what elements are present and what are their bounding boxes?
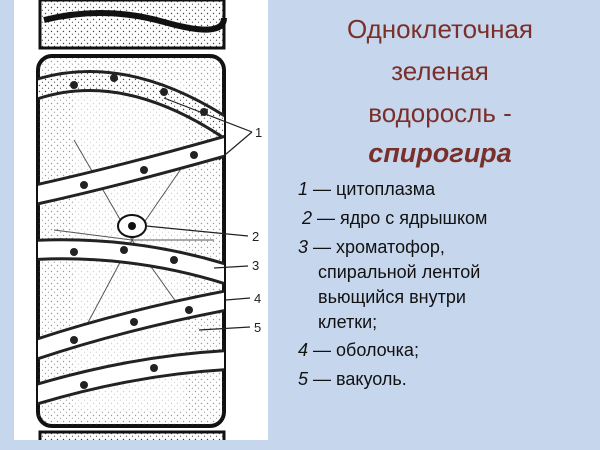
legend-text: — цитоплазма bbox=[313, 179, 436, 199]
legend-number: 5 bbox=[298, 369, 309, 389]
title-line-1: Одноклеточная bbox=[346, 14, 534, 44]
callout-3: 3 bbox=[252, 258, 259, 273]
title-line-2: зеленая bbox=[391, 56, 489, 86]
legend-number: 1 bbox=[298, 179, 309, 199]
callout-5: 5 bbox=[254, 320, 261, 335]
legend-item-nucleus: 2 — ядро с ядрышком bbox=[302, 207, 600, 229]
pyrenoids bbox=[70, 74, 208, 389]
legend-number: 3 bbox=[298, 237, 309, 257]
callout-4: 4 bbox=[254, 291, 261, 306]
legend-item-chromatophore: 3 — хроматофор, bbox=[298, 236, 596, 258]
title-line-3: водоросль - bbox=[368, 98, 512, 128]
legend-item-cell-wall: 4 — оболочка; bbox=[298, 339, 596, 361]
legend-item-chromatophore-cont-2: вьющийся внутри bbox=[318, 287, 466, 307]
legend-item-cytoplasm: 1 — цитоплазма bbox=[298, 178, 596, 200]
title-line-4: спирогира bbox=[368, 138, 512, 168]
legend-text: — оболочка; bbox=[313, 340, 419, 360]
upper-cell bbox=[38, 0, 227, 50]
spirogyra-illustration: 1 2 3 4 5 bbox=[14, 0, 268, 440]
spirogyra-drawing: 1 2 3 4 5 bbox=[36, 0, 262, 440]
callout-1: 1 bbox=[255, 125, 262, 140]
legend-item-vacuole: 5 — вакуоль. bbox=[298, 368, 596, 390]
nucleus bbox=[117, 214, 147, 238]
legend-item-chromatophore-cont-3: клетки; bbox=[318, 312, 378, 332]
callout-2: 2 bbox=[252, 229, 259, 244]
lower-cell bbox=[38, 430, 226, 440]
legend-item-chromatophore-cont-1: спиральной лентой bbox=[318, 262, 481, 282]
legend-number: 4 bbox=[298, 340, 309, 360]
legend-text: — вакуоль. bbox=[313, 369, 407, 389]
chromatophore bbox=[38, 70, 224, 406]
legend-text: — хроматофор, bbox=[313, 237, 445, 257]
legend-text: — ядро с ядрышком bbox=[317, 208, 488, 228]
legend-number: 2 bbox=[302, 208, 313, 228]
